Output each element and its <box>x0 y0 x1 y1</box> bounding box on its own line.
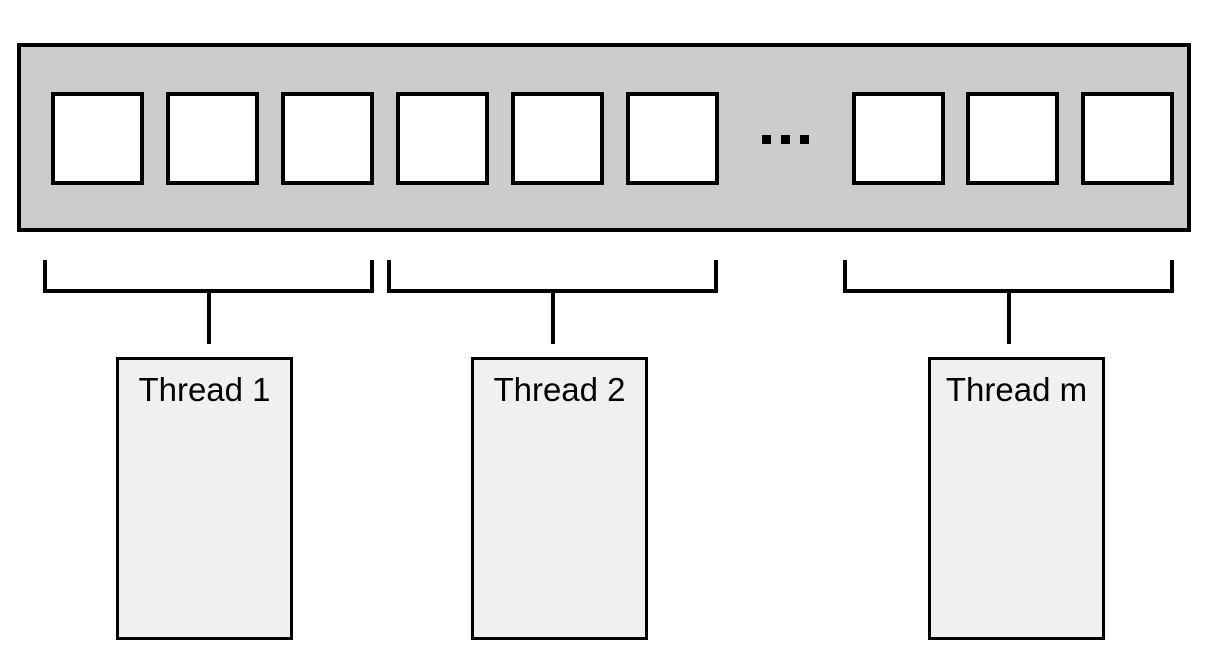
thread-box-label: Thread 2 <box>493 371 626 408</box>
thread-box-2: Thread 2 <box>471 357 648 640</box>
resource-cell <box>626 92 719 185</box>
resource-cell <box>166 92 259 185</box>
resource-cell <box>511 92 604 185</box>
connector-stem-thread-2 <box>551 292 555 344</box>
thread-box-label: Thread m <box>945 371 1088 408</box>
group-bracket-thread-2 <box>387 260 718 293</box>
resource-cell <box>852 92 945 185</box>
thread-box-1: Thread 1 <box>116 357 293 640</box>
ellipsis-icon <box>762 135 809 144</box>
resource-cell <box>51 92 144 185</box>
group-bracket-thread-m <box>843 260 1174 293</box>
resource-cell <box>1081 92 1174 185</box>
thread-box-m: Thread m <box>928 357 1105 640</box>
ellipsis-dot <box>781 135 790 144</box>
group-bracket-thread-1 <box>43 260 374 293</box>
ellipsis-dot <box>800 135 809 144</box>
thread-box-label: Thread 1 <box>138 371 271 408</box>
resource-cell <box>281 92 374 185</box>
connector-stem-thread-1 <box>207 292 211 344</box>
resource-cell <box>396 92 489 185</box>
ellipsis-dot <box>762 135 771 144</box>
connector-stem-thread-m <box>1007 292 1011 344</box>
resource-cell <box>966 92 1059 185</box>
